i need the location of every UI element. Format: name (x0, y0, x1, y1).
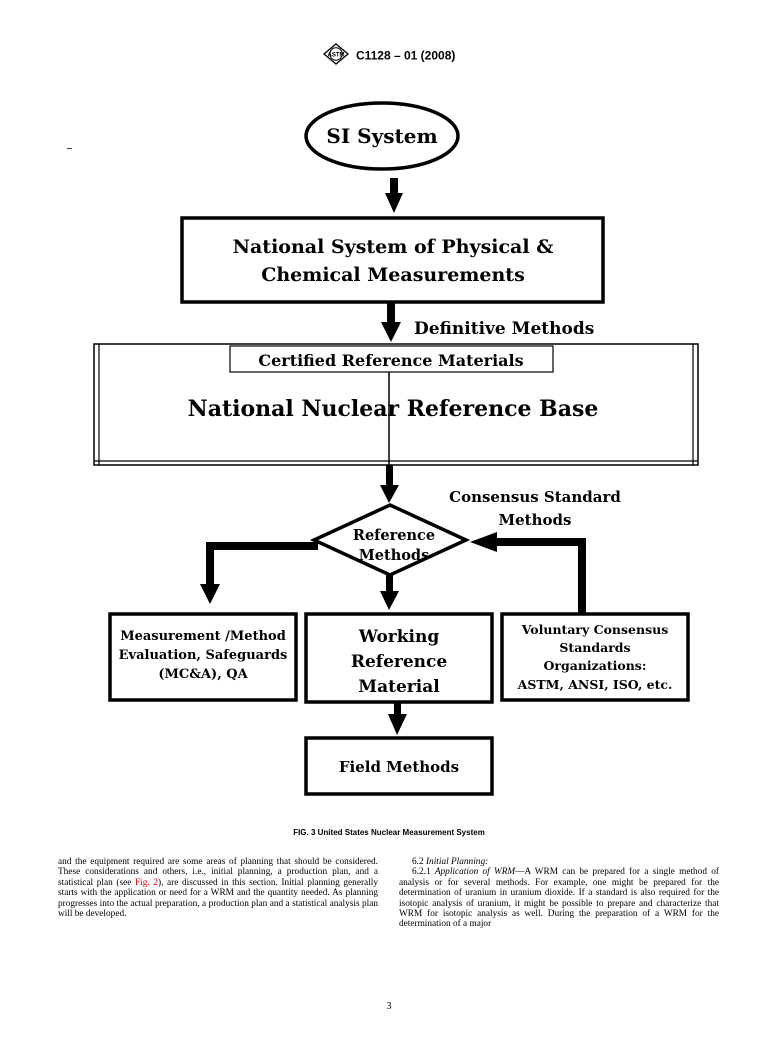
measurement-line-3: (MC&A), QA (158, 667, 248, 682)
voluntary-consensus-box (500, 612, 690, 702)
working-reference-material-box (304, 612, 494, 704)
si-system-label: SI System (326, 124, 437, 148)
reference-methods-line-1: Reference (353, 527, 435, 544)
right-column: 6.2 Initial Planning: 6.2.1 Application … (399, 857, 719, 930)
measurement-line-2: Evaluation, Safeguards (119, 648, 288, 663)
arrow-national-to-base (381, 302, 401, 342)
figure-2-link[interactable]: Fig. 2 (134, 877, 158, 888)
consensus-standard-methods-line-1: Consensus Standard (449, 488, 621, 506)
voluntary-line-3: Organizations: (544, 658, 647, 673)
left-text-1: and the equipment required are some area… (58, 857, 378, 888)
left-text-2: ), are discussed in this section. Initia… (58, 877, 378, 920)
subsection-number: 6.2.1 (412, 867, 431, 878)
page-header: ASTM C1128 – 01 (2008) (0, 43, 778, 68)
arrow-working-to-field (388, 702, 407, 735)
page-number: 3 (386, 1001, 392, 1012)
definitive-methods-label: Definitive Methods (414, 319, 594, 339)
field-methods-box (304, 736, 494, 796)
measurement-line-1: Measurement /Method (120, 629, 286, 644)
left-paragraph: and the equipment required are some area… (58, 857, 378, 919)
subsection-text: —A WRM can be prepared for a single meth… (399, 867, 719, 930)
field-methods-label: Field Methods (339, 758, 459, 776)
arrow-si-to-national (385, 178, 403, 213)
stray-mark (67, 148, 72, 149)
subsection-paragraph: 6.2.1 Application of WRM—A WRM can be pr… (399, 867, 719, 929)
arrow-voluntary-to-reference (470, 532, 586, 613)
national-system-line-2: Chemical Measurements (261, 264, 525, 286)
national-system-line-1: National System of Physical & (233, 236, 554, 258)
voluntary-line-4: ASTM, ANSI, ISO, etc. (517, 677, 673, 692)
arrow-base-to-reference (380, 465, 399, 503)
svg-text:ASTM: ASTM (327, 53, 344, 59)
voluntary-line-2: Standards (559, 640, 630, 655)
working-line-3: Material (358, 677, 440, 697)
certified-reference-materials-box (229, 345, 554, 373)
certified-reference-materials-label: Certified Reference Materials (258, 351, 523, 370)
national-nuclear-reference-base-label: National Nuclear Reference Base (188, 396, 599, 422)
voluntary-line-1: Voluntary Consensus (521, 622, 669, 637)
reference-methods-line-2: Methods (359, 547, 430, 564)
document-code: C1128 – 01 (2008) (355, 48, 456, 63)
section-number: 6.2 (412, 857, 424, 867)
si-system-ellipse (304, 101, 460, 171)
national-system-box (180, 216, 605, 304)
working-line-2: Reference (351, 652, 448, 672)
measurement-evaluation-box (108, 612, 298, 702)
astm-logo-icon: ASTM (322, 43, 349, 68)
flow-diagram: SI System National System of Physical & … (93, 101, 699, 796)
subsection-title: Application of WRM (434, 867, 516, 878)
arrow-reference-to-working (380, 575, 399, 610)
working-line-1: Working (358, 627, 440, 647)
section-heading: 6.2 Initial Planning: (399, 857, 719, 867)
left-column: and the equipment required are some area… (58, 857, 378, 919)
consensus-standard-methods-line-2: Methods (499, 511, 572, 529)
arrow-reference-to-measurement (200, 542, 318, 604)
figure-caption: FIG. 3 United States Nuclear Measurement… (293, 828, 485, 837)
section-title: Initial Planning: (425, 857, 489, 867)
